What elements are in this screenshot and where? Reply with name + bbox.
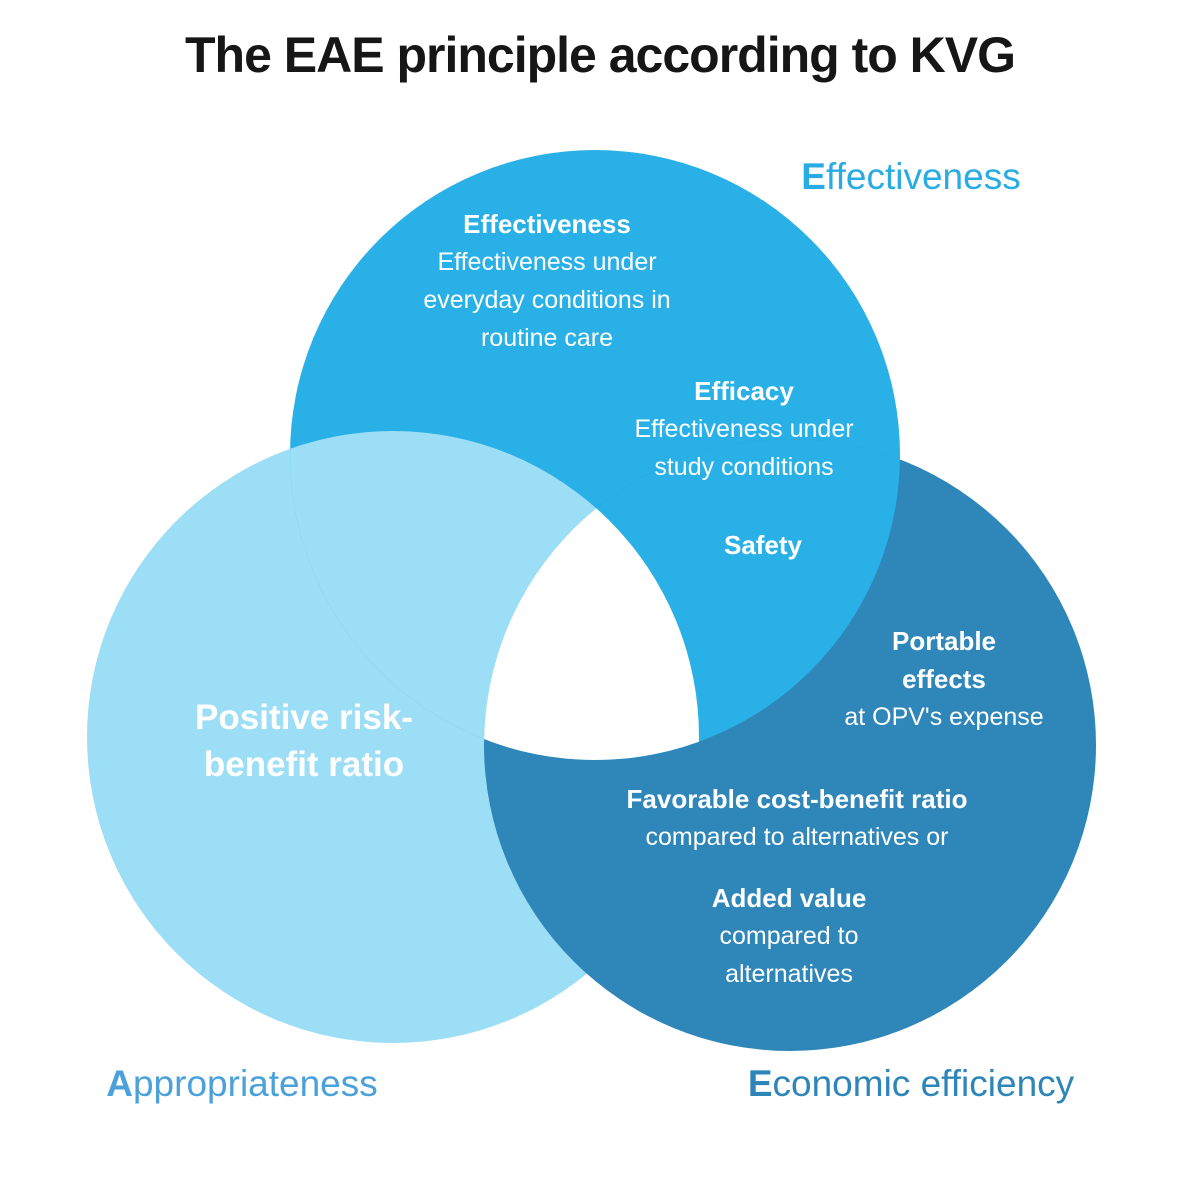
label-appropriateness-rest: ppropriateness xyxy=(132,1063,378,1104)
label-economic-efficiency: Economic efficiency xyxy=(748,1062,1074,1106)
label-economic-initial: E xyxy=(747,1063,773,1104)
risk-benefit-line: Positive risk- xyxy=(195,698,413,737)
risk-benefit-text-block: Positive risk- benefit ratio xyxy=(195,694,413,788)
added-value-line: alternatives xyxy=(725,960,853,988)
portable-effects-text-block: Portable effects at OPV's expense xyxy=(844,622,1043,736)
portable-effects-line: at OPV's expense xyxy=(844,703,1044,731)
effectiveness-block-line: everyday conditions in xyxy=(423,286,671,314)
cost-benefit-heading: Favorable cost-benefit ratio xyxy=(626,784,968,814)
risk-benefit-line: benefit ratio xyxy=(203,745,405,784)
efficacy-block-line: Effectiveness under xyxy=(634,415,854,443)
safety-heading: Safety xyxy=(723,530,803,560)
efficacy-text-block: Efficacy Effectiveness under study condi… xyxy=(634,372,853,486)
effectiveness-block-line: Effectiveness under xyxy=(437,248,657,276)
label-effectiveness-initial: E xyxy=(801,156,826,197)
label-effectiveness: Effectiveness xyxy=(801,155,1020,199)
cost-benefit-text-block: Favorable cost-benefit ratio compared to… xyxy=(627,780,968,856)
overlap-center-white xyxy=(484,439,699,760)
added-value-line: compared to xyxy=(719,922,859,950)
portable-effects-heading-line: effects xyxy=(902,664,986,694)
label-appropriateness-initial: A xyxy=(106,1063,133,1104)
added-value-text-block: Added value compared to alternatives xyxy=(712,879,867,993)
cost-benefit-line: compared to alternatives or xyxy=(645,823,949,851)
label-appropriateness: Appropriateness xyxy=(106,1062,378,1106)
efficacy-block-heading: Efficacy xyxy=(694,376,794,406)
added-value-heading: Added value xyxy=(711,883,867,913)
label-economic-rest: conomic efficiency xyxy=(772,1063,1075,1104)
efficacy-block-line: study conditions xyxy=(654,453,834,481)
triple-overlap-clip xyxy=(484,439,699,760)
page-title: The EAE principle according to KVG xyxy=(184,27,1016,83)
safety-text-block: Safety xyxy=(724,526,802,564)
effectiveness-block-heading: Effectiveness xyxy=(463,209,631,239)
portable-effects-heading-line: Portable xyxy=(891,626,997,656)
effectiveness-block-line: routine care xyxy=(480,324,614,352)
label-effectiveness-rest: ffectiveness xyxy=(825,156,1021,197)
effectiveness-text-block: Effectiveness Effectiveness under everyd… xyxy=(423,205,670,357)
